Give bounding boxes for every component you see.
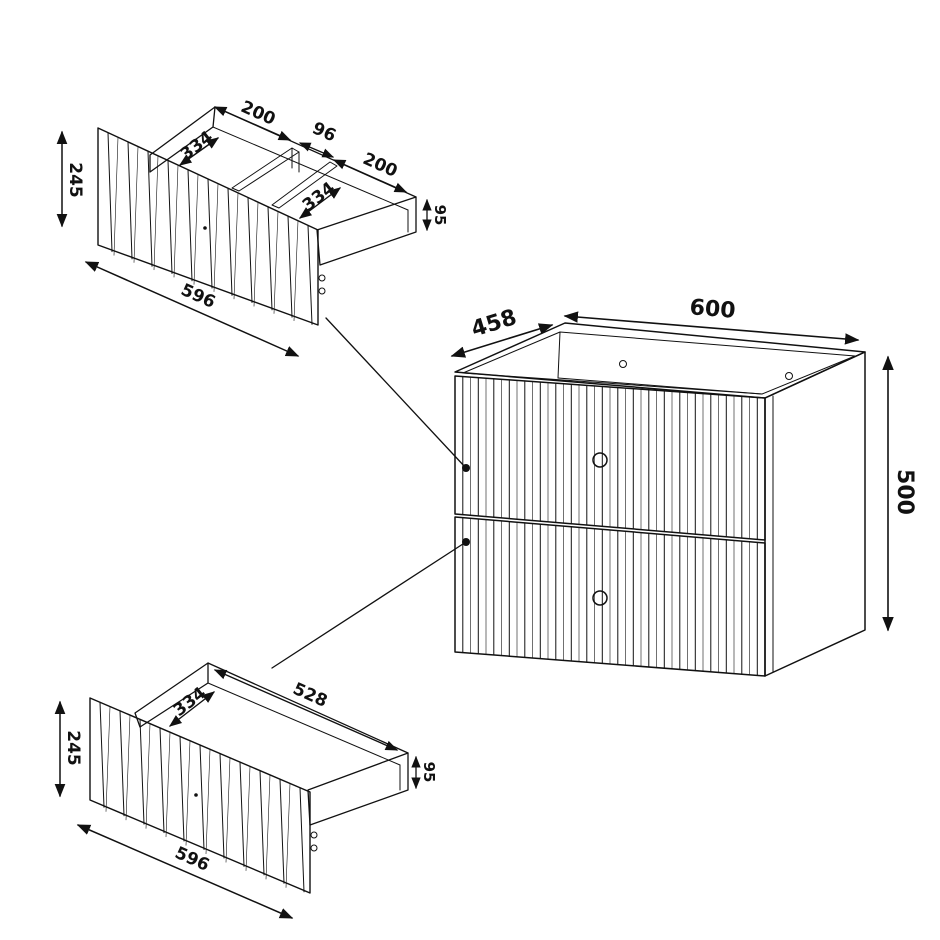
bottom-drawer-box-top-edge <box>207 662 409 754</box>
cabinet-depth-arrow <box>450 323 554 358</box>
flute-line <box>259 770 265 876</box>
flute-line <box>107 132 113 253</box>
flute-line <box>265 774 271 880</box>
top-drawer-front <box>97 127 319 326</box>
flute-line <box>273 211 279 314</box>
flute-line <box>225 757 231 863</box>
flute-line <box>159 727 165 834</box>
top-drawer-gap-label: 96 <box>309 118 339 146</box>
top-drawer-box-right-side <box>316 196 417 266</box>
flute-line <box>193 174 199 285</box>
cabinet-width-label: 600 <box>689 295 737 324</box>
cabinet-front-flutes <box>462 376 758 676</box>
leader-line-bottom-drawer <box>271 541 467 669</box>
flute-line <box>307 224 313 325</box>
flute-line <box>233 192 239 300</box>
bottom-drawer-front <box>89 697 311 894</box>
top-drawer-right-depth-arrow <box>298 187 342 219</box>
flute-line <box>207 178 213 289</box>
cabinet-width-arrow <box>563 311 860 345</box>
bottom-drawer-height-label: 245 <box>63 730 83 766</box>
top-drawer-box-height-label: 95 <box>431 205 449 226</box>
flute-line <box>267 206 273 311</box>
flute-line <box>187 169 193 282</box>
bottom-drawer-box-right-side <box>307 752 409 826</box>
flute-line <box>239 761 245 867</box>
flute-line <box>219 753 225 859</box>
flute-line <box>285 783 291 888</box>
flute-line <box>213 183 219 292</box>
flute-line <box>179 736 185 842</box>
top-drawer-hole-2 <box>318 287 326 295</box>
cabinet-height-label: 500 <box>892 469 917 515</box>
flute-line <box>247 197 253 303</box>
top-drawer-right-width-label: 200 <box>360 149 401 182</box>
flute-line <box>119 710 125 817</box>
flute-line <box>145 723 151 829</box>
flute-line <box>185 740 191 846</box>
bottom-drawer-knob-mark <box>194 793 198 797</box>
top-drawer: 245 596 95 200 334 96 200 334 <box>56 97 449 357</box>
bottom-drawer: 245 596 95 334 528 <box>54 662 438 919</box>
bottom-drawer-inner-width-label: 528 <box>290 679 331 712</box>
top-drawer-left-depth-label: 334 <box>177 127 217 165</box>
top-drawer-divider-1 <box>231 147 300 192</box>
flute-line <box>293 220 299 321</box>
top-drawer-box-inner-top <box>212 126 409 211</box>
flute-line <box>253 201 259 307</box>
cabinet-side-panel <box>764 351 866 677</box>
flute-line <box>205 749 211 854</box>
flute-line <box>125 714 131 821</box>
flute-line <box>139 718 145 825</box>
flute-line <box>105 706 111 812</box>
flute-line <box>153 155 159 271</box>
bottom-drawer-inner-depth-arrow <box>169 691 215 727</box>
cabinet-upper-front <box>454 375 766 541</box>
top-drawer-height-label: 245 <box>65 162 85 198</box>
cabinet-screw-left <box>619 360 627 368</box>
flute-line <box>287 215 293 318</box>
flute-line <box>147 150 153 267</box>
leader-line-top-drawer <box>325 317 467 469</box>
flute-line <box>279 778 285 884</box>
flute-line <box>299 787 305 893</box>
flute-line <box>99 701 105 808</box>
flute-line <box>199 744 205 850</box>
top-drawer-right-width-arrow <box>332 159 408 193</box>
leader-dot-top-drawer <box>462 464 470 472</box>
cabinet-lower-knob[interactable] <box>592 590 608 606</box>
cabinet: 600 458 500 <box>450 295 917 677</box>
bottom-drawer-hole-1 <box>310 831 318 839</box>
top-drawer-left-width-label: 200 <box>238 97 279 130</box>
flute-line <box>127 141 133 260</box>
flute-line <box>113 137 119 256</box>
top-drawer-knob-mark <box>203 226 207 230</box>
cabinet-back-bottom <box>557 377 763 395</box>
cabinet-upper-knob[interactable] <box>592 452 608 468</box>
flute-line <box>245 766 251 871</box>
top-drawer-gap-arrow <box>298 142 335 158</box>
cabinet-lower-front <box>454 516 766 677</box>
cabinet-screw-right <box>785 372 793 380</box>
flute-line <box>167 160 173 274</box>
top-drawer-right-depth-label: 334 <box>299 178 339 216</box>
bottom-drawer-box-height-label: 95 <box>420 762 438 783</box>
bottom-drawer-hole-2 <box>310 844 318 852</box>
cabinet-top-inner <box>462 331 856 395</box>
flute-line <box>173 164 179 278</box>
bottom-drawer-inner-depth-label: 334 <box>170 683 210 721</box>
flute-line <box>227 187 233 296</box>
cabinet-back-edge <box>557 331 561 379</box>
top-drawer-width-arrow <box>84 261 300 357</box>
flute-line <box>133 146 139 263</box>
top-drawer-left-width-arrow <box>213 106 292 141</box>
bottom-drawer-width-arrow <box>76 824 294 919</box>
flute-line <box>165 731 171 838</box>
bottom-drawer-inner-width-arrow <box>213 669 399 751</box>
top-drawer-left-depth-arrow <box>178 137 220 166</box>
leader-dot-bottom-drawer <box>462 538 470 546</box>
top-drawer-hole-1 <box>318 274 326 282</box>
